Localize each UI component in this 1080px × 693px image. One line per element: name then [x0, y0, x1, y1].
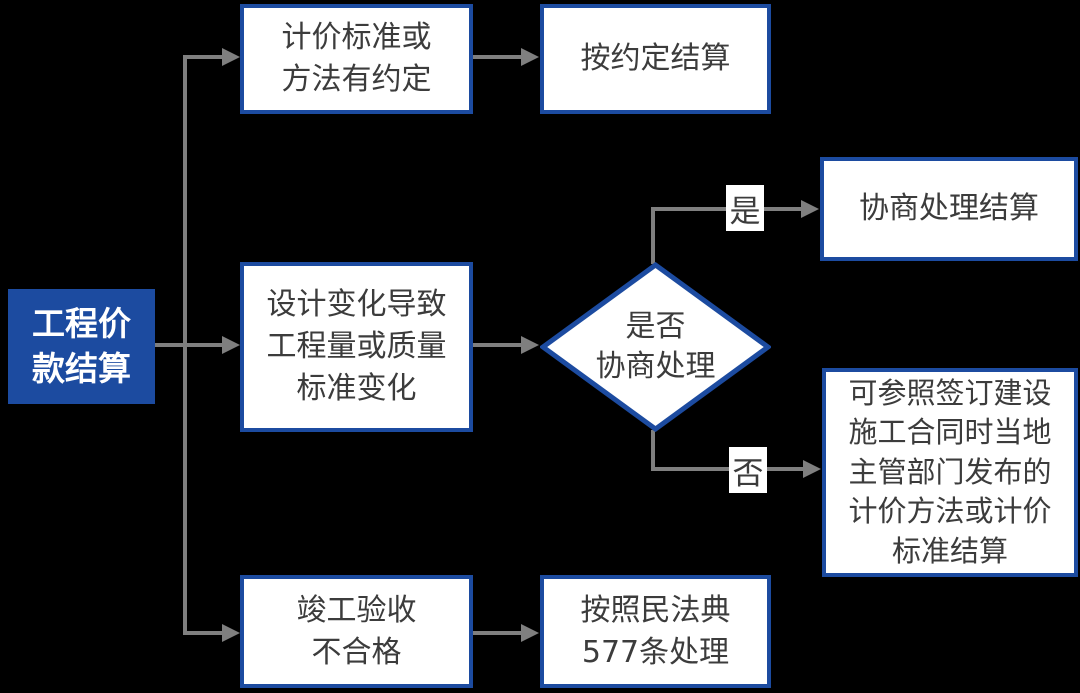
arrowhead-into-inspection-failed	[222, 624, 240, 642]
start-node-project-price-settlement: 工程价 款结算	[8, 289, 155, 404]
arrowhead-into-negotiated-settlement	[801, 200, 819, 218]
result-civil-code-577-box: 按照民法典 577条处理	[540, 575, 771, 688]
arrowhead-into-design-change	[222, 336, 240, 354]
result-reference-local-standards-box: 可参照签订建设 施工合同时当地 主管部门发布的 计价方法或计价 标准结算	[822, 368, 1078, 577]
diamond-shape	[540, 262, 771, 432]
arrowhead-into-pricing-standard	[222, 48, 240, 66]
connector-inspection-to-civil-code	[473, 631, 523, 635]
condition-design-change-box: 设计变化导致 工程量或质量 标准变化	[240, 262, 473, 432]
arrowhead-into-decision	[521, 336, 539, 354]
connector-pricing-to-agreed	[473, 55, 523, 59]
edge-label-no: 否	[729, 447, 767, 493]
condition-inspection-failed-box: 竣工验收 不合格	[240, 575, 473, 688]
result-settle-as-agreed-box: 按约定结算	[540, 4, 771, 114]
arrowhead-into-civil-code	[521, 624, 539, 642]
decision-negotiation-diamond: 是否 协商处理	[540, 262, 771, 432]
connector-design-change-to-decision	[473, 343, 523, 347]
connector-branch-top	[183, 55, 224, 59]
connector-branch-bottom	[183, 631, 224, 635]
condition-pricing-standard-box: 计价标准或 方法有约定	[240, 4, 473, 114]
connector-start-to-design-change	[155, 343, 224, 347]
connector-no-vertical	[651, 430, 655, 471]
arrowhead-into-settle-as-agreed	[521, 48, 539, 66]
connector-no-horizontal	[651, 467, 805, 471]
connector-yes-vertical	[651, 207, 655, 264]
edge-label-yes: 是	[726, 185, 764, 231]
arrowhead-into-reference-standards	[803, 460, 821, 478]
result-negotiated-settlement-box: 协商处理结算	[820, 157, 1078, 261]
decision-negotiation-label: 是否 协商处理	[595, 308, 716, 385]
